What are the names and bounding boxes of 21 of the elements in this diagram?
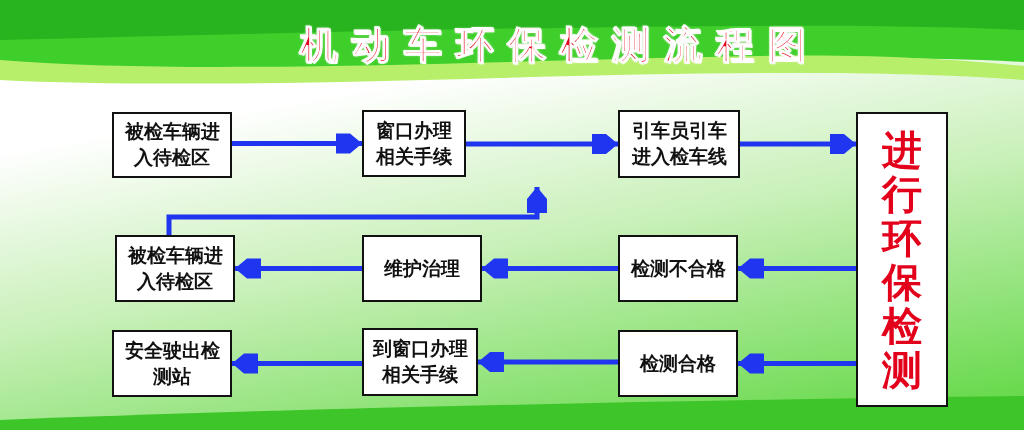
- box-text: 被检车辆进入待检区: [123, 119, 221, 170]
- box-text: 安全驶出检测站: [123, 337, 221, 389]
- box-text: 检测合格: [638, 350, 717, 376]
- box-text: 进行环保检测: [882, 127, 922, 392]
- process-box: [362, 235, 482, 302]
- box-text: 检测不合格: [629, 255, 727, 281]
- process-box: [112, 112, 232, 178]
- process-box: [115, 235, 235, 302]
- box-text: 窗口办理相关手续: [374, 117, 453, 169]
- process-box: [618, 110, 740, 178]
- process-box: [618, 330, 738, 397]
- process-box: [618, 235, 738, 302]
- process-box: [362, 328, 478, 396]
- process-column: [856, 112, 948, 407]
- process-box: [112, 330, 232, 397]
- box-text: 引车员引车进入检车线: [630, 118, 728, 169]
- box-text: 维护治理: [383, 255, 461, 281]
- title: 机动车环保检测流程图: [298, 22, 821, 69]
- process-box: [362, 110, 466, 177]
- box-text: 到窗口办理相关手续: [371, 336, 469, 387]
- box-text: 被检车辆进入待检区: [126, 242, 224, 294]
